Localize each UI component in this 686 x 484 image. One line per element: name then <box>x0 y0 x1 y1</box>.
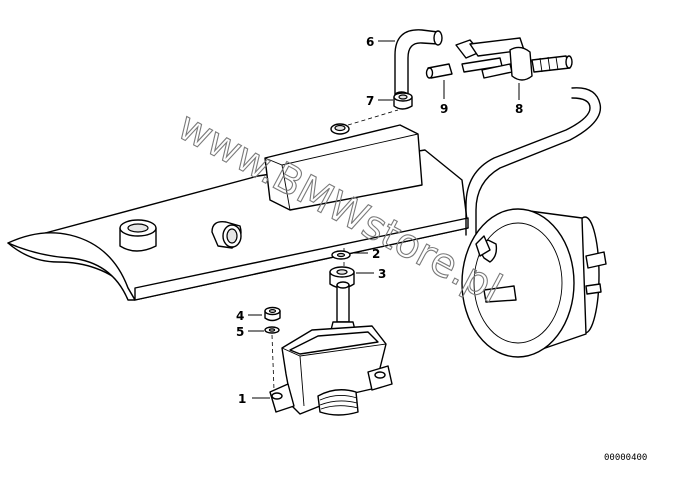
washer-small <box>264 326 280 334</box>
diagram-reference-number: 00000400 <box>604 453 647 463</box>
callout-9: 9 <box>440 102 448 116</box>
hose-elbow <box>394 29 443 99</box>
washer <box>331 250 351 260</box>
callout-1: 1 <box>238 392 246 406</box>
brake-booster <box>461 208 607 358</box>
callout-3: 3 <box>378 267 386 281</box>
callout-8: 8 <box>515 102 523 116</box>
valve-cover <box>7 123 469 301</box>
vacuum-hose <box>465 87 602 236</box>
callout-4: 4 <box>236 309 244 323</box>
callout-2: 2 <box>372 247 380 261</box>
callout-7: 7 <box>366 94 374 108</box>
nut <box>264 306 281 322</box>
callout-6: 6 <box>366 35 374 49</box>
hose-clamp <box>393 92 413 110</box>
callout-5: 5 <box>236 325 244 339</box>
connector-tube <box>425 63 453 79</box>
mounting-bracket <box>269 281 393 416</box>
leader-lines <box>248 40 520 399</box>
check-valve <box>455 37 573 81</box>
